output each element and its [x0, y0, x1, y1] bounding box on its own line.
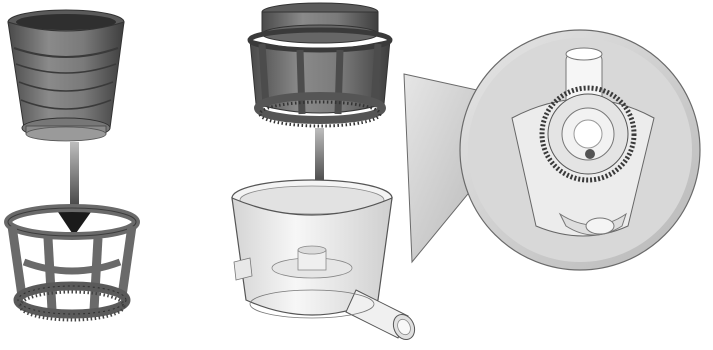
strainer-cone	[8, 10, 124, 141]
bowl-detail-callout	[404, 30, 700, 270]
juicing-bowl	[232, 180, 419, 343]
spinning-brush-with-strainer	[250, 3, 390, 126]
arrow-down-icon	[58, 142, 91, 236]
